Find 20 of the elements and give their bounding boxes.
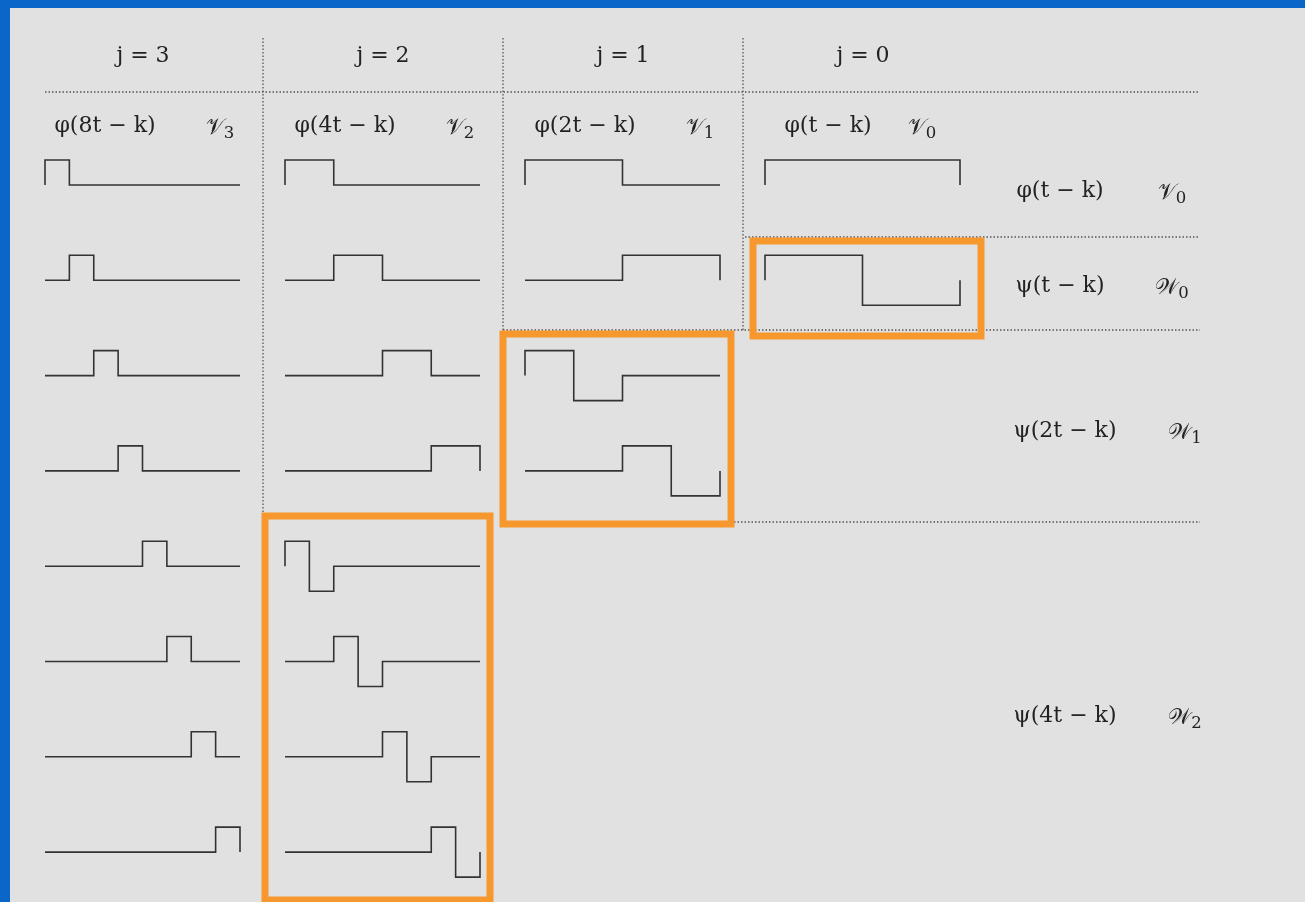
math-label: φ(8t − k) bbox=[54, 114, 156, 136]
math-label: 𝒱$_{1}$ bbox=[685, 116, 715, 138]
math-label: ψ(4t − k) bbox=[1013, 704, 1117, 726]
math-label: 𝒱$_{0}$ bbox=[1157, 181, 1187, 203]
math-label: j = 2 bbox=[356, 44, 410, 66]
math-label: ψ(2t − k) bbox=[1013, 419, 1117, 441]
math-label: 𝒲$_{0}$ bbox=[1155, 276, 1189, 298]
math-label: 𝒱$_{3}$ bbox=[205, 116, 235, 138]
math-label: φ(t − k) bbox=[784, 114, 872, 136]
math-label: 𝒲$_{2}$ bbox=[1168, 706, 1202, 728]
math-label: 𝒱$_{0}$ bbox=[907, 116, 937, 138]
math-label: j = 3 bbox=[116, 44, 170, 66]
math-label: j = 1 bbox=[596, 44, 650, 66]
math-label: 𝒲$_{1}$ bbox=[1168, 421, 1202, 443]
math-label: φ(4t − k) bbox=[294, 114, 396, 136]
math-label: φ(2t − k) bbox=[534, 114, 636, 136]
math-label: ψ(t − k) bbox=[1015, 274, 1105, 296]
math-label: φ(t − k) bbox=[1016, 179, 1104, 201]
math-label: j = 0 bbox=[836, 44, 890, 66]
math-label: 𝒱$_{2}$ bbox=[445, 116, 475, 138]
